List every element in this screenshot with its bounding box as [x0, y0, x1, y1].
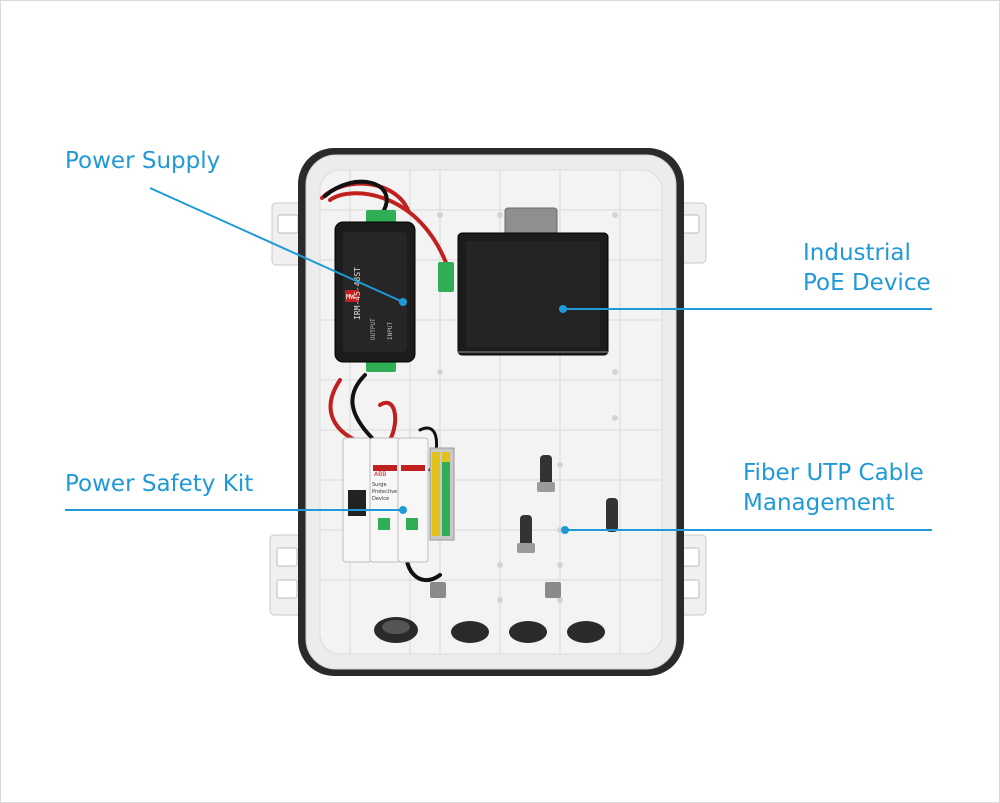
psu-brand-text: MW — [346, 293, 355, 301]
power-supply-leader — [149, 187, 404, 303]
fiber-utp-label: Fiber UTP Cable Management — [743, 458, 924, 518]
poe-device-label-line2: PoE Device — [803, 270, 931, 296]
spd-name-text-3: Device — [372, 496, 389, 502]
power-supply-unit: MW IRM-45-48ST OUTPUT INPUT — [334, 210, 416, 372]
left-top-mount-tab — [271, 202, 307, 266]
cable-clips — [430, 455, 618, 598]
power-safety-kit: ABB Surge Protective Device — [342, 437, 455, 563]
spd-brand-text: ABB — [374, 471, 386, 478]
callout-dots — [399, 298, 569, 534]
poe-device-label: Industrial PoE Device — [803, 238, 931, 298]
poe-power-terminal — [438, 262, 454, 292]
power-supply-label: Power Supply — [65, 146, 220, 176]
power-safety-kit-label-text: Power Safety Kit — [65, 471, 254, 497]
psu-model-text: IRM-45-48ST — [353, 267, 362, 320]
mounting-holes — [437, 212, 618, 603]
psu-output-text: OUTPUT — [370, 318, 377, 340]
fiber-utp-label-line2: Management — [743, 490, 895, 516]
spd-name-text-2: Protective — [372, 489, 397, 495]
callout-lines — [65, 187, 932, 531]
power-safety-kit-label: Power Safety Kit — [65, 469, 253, 499]
psu-input-text: INPUT — [387, 322, 394, 340]
poe-device — [457, 207, 609, 356]
fiber-utp-label-line1: Fiber UTP Cable — [743, 460, 924, 486]
poe-device-label-line1: Industrial — [803, 240, 911, 266]
power-supply-label-text: Power Supply — [65, 148, 221, 174]
spd-name-text-1: Surge — [372, 482, 387, 488]
cable-glands — [374, 617, 605, 643]
